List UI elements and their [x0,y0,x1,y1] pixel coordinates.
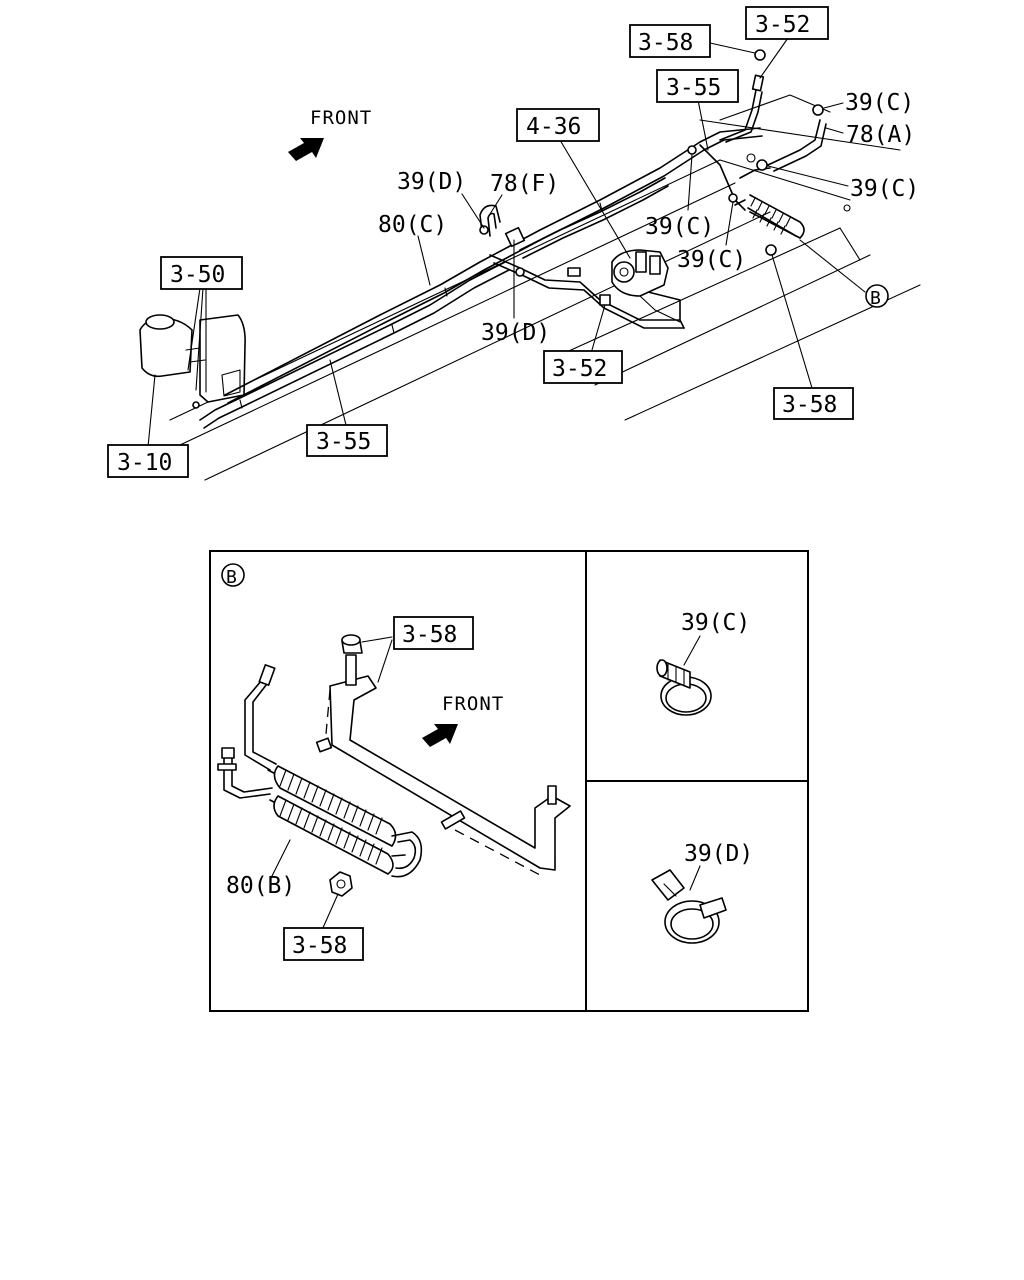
detail-b-oil-cooler: B FRONT [217,563,571,961]
callout-3-58-right: 3-58 [782,392,837,418]
callout-78a: 78(A) [846,122,915,148]
callout-78f: 78(F) [490,171,559,197]
detail-39c-label: 39(C) [681,610,750,636]
front-label-top: FRONT [310,107,372,129]
callout-3-55-top: 3-55 [666,75,721,101]
callout-39d-top: 39(D) [397,169,466,195]
callout-3-50: 3-50 [170,262,225,288]
reservoir-tank [139,314,246,403]
callout-3-58-detail-upper: 3-58 [402,622,457,648]
callout-80c: 80(C) [378,212,447,238]
detail-39c-hose-clamp: 39(C) [656,610,750,716]
callout-80b: 80(B) [226,873,295,899]
detail-panels [209,550,809,1012]
callout-3-10: 3-10 [117,450,172,476]
callout-3-55-bottom: 3-55 [316,429,371,455]
front-arrow-top: FRONT [288,107,372,161]
steering-pump [611,249,681,323]
callout-39d-mid: 39(D) [481,320,550,346]
detail-39d-label: 39(D) [684,841,753,867]
callout-39c-d: 39(C) [677,247,746,273]
callout-39c-c: 39(C) [645,214,714,240]
oil-cooler-top [747,194,805,256]
callouts-top: 3-58 3-52 3-55 39(C) 78(A) 39(C) 4-36 39… [107,6,919,478]
detail-b-marker: B [226,567,237,588]
front-label-detail: FRONT [442,693,504,715]
leader-lines-top [147,37,866,448]
callout-3-52-bottom: 3-52 [552,356,607,382]
clamps-top [192,49,824,409]
detail-39d-hose-clamp: 39(D) [651,841,753,944]
callout-39c-b: 39(C) [850,176,919,202]
top-view: FRONT [107,6,921,481]
callout-4-36: 4-36 [526,114,581,140]
frame-rail [169,94,921,481]
callout-b-marker: B [870,288,881,309]
main-pipes [199,74,827,429]
callout-3-58-detail-lower: 3-58 [292,933,347,959]
callout-39c-a: 39(C) [845,90,914,116]
callout-3-52-top: 3-52 [755,12,810,38]
callout-3-58-top: 3-58 [638,30,693,56]
